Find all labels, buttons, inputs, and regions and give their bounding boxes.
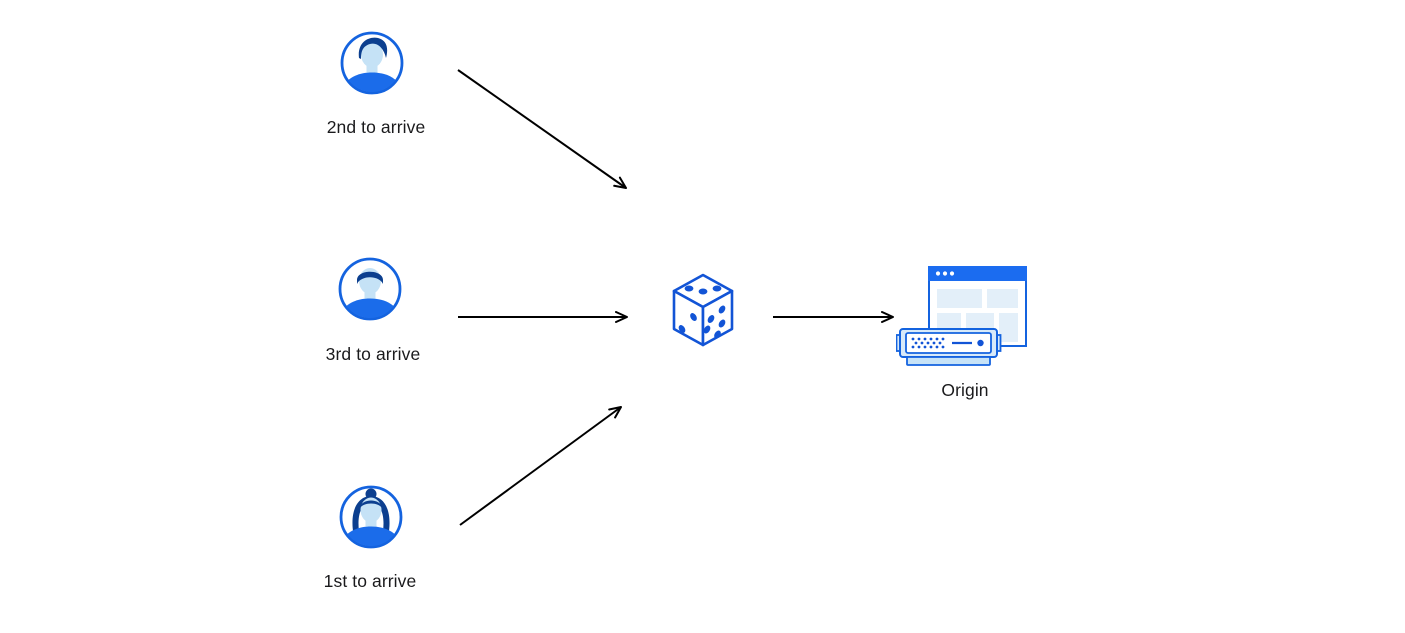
client-2-label: 3rd to arrive [325, 344, 421, 364]
client-1-label: 2nd to arrive [326, 117, 426, 137]
dice-icon [672, 273, 734, 347]
client-3-label: 1st to arrive [323, 571, 417, 591]
browser-titlebar-dots [935, 271, 955, 276]
user-avatar-female-bun-icon [339, 485, 403, 549]
avatar-neck [366, 61, 378, 75]
avatar-hair [358, 37, 388, 59]
browser-titlebar [928, 266, 1027, 281]
server-front-panel [905, 332, 992, 354]
arrow-client3-to-dice [459, 406, 622, 526]
avatar-hair [357, 271, 383, 284]
origin-label: Origin [941, 380, 989, 400]
dice-pips [678, 285, 726, 339]
browser-content-blocks [937, 289, 1018, 342]
dice-right-face [701, 289, 734, 347]
user-avatar-male-side-part-icon [340, 31, 404, 95]
server-base [906, 356, 991, 366]
server-status-led [977, 339, 984, 347]
server-vent-dots [911, 337, 945, 349]
origin-icon [896, 266, 1027, 366]
avatar-face [361, 41, 383, 68]
avatar-hair-top [360, 500, 382, 508]
arrow-client1-to-dice [457, 69, 627, 189]
user-avatar-male-flat-top-icon [338, 257, 402, 321]
server-unit [896, 328, 1002, 366]
